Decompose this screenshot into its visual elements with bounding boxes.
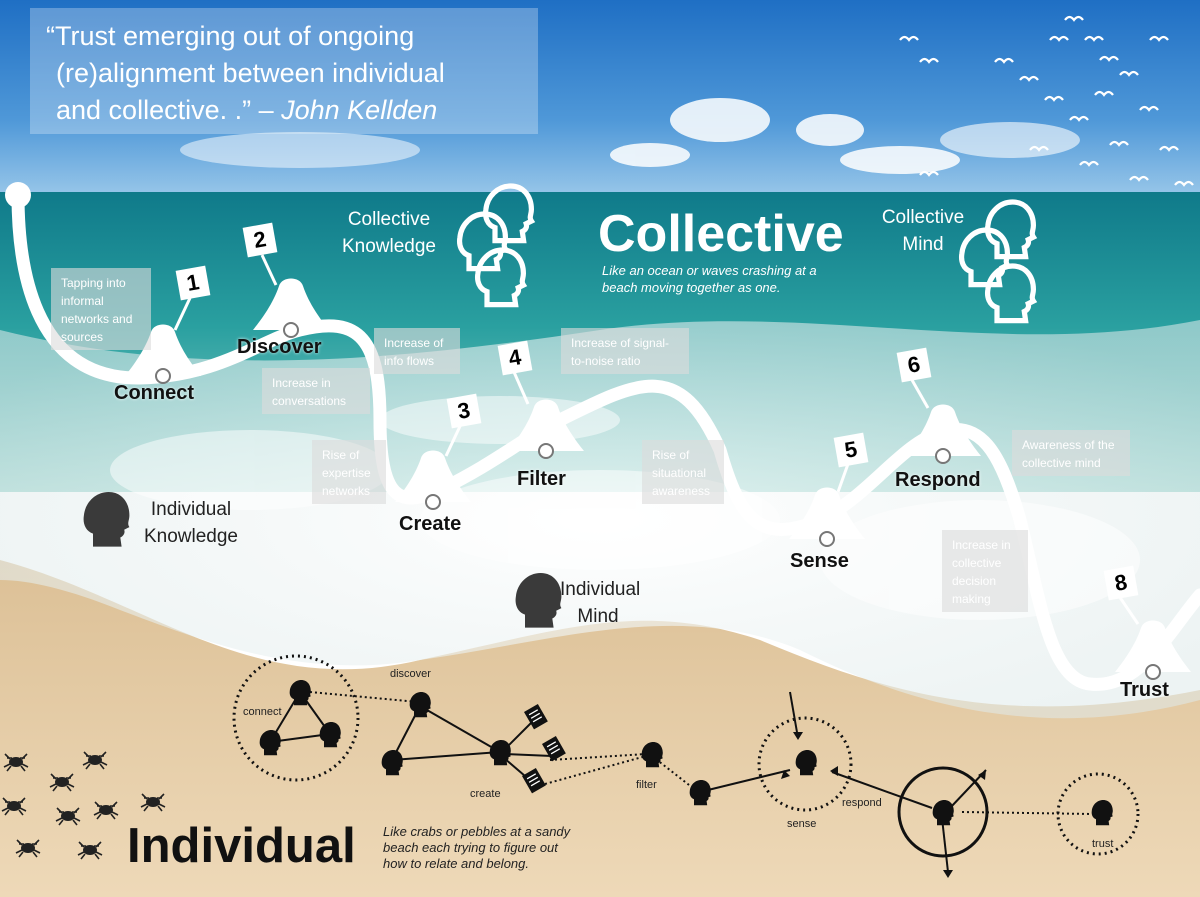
flag-poles [173, 254, 1140, 625]
stage-label-respond: Respond [895, 469, 981, 491]
note-box: Increase in conversations [262, 368, 370, 414]
quote-line-1: “Trust emerging out of ongoing [46, 21, 415, 51]
quote-line-2: (re)alignment between individual [56, 58, 445, 88]
collective-knowledge-label: Collective Knowledge [334, 206, 444, 260]
stage-number-flag: 2 [242, 222, 278, 258]
network-sketch [232, 654, 1140, 878]
stage-number-flag: 1 [175, 265, 211, 301]
collective-subtitle-line: beach moving together as one. [602, 280, 781, 295]
note-box: Increase of info flows [374, 328, 460, 374]
stage-label-connect: Connect [114, 382, 194, 404]
note-line: Increase in [952, 538, 1011, 552]
individual-mind-label: Individual Mind [560, 576, 641, 630]
note-box: Rise of situational awareness [642, 440, 724, 504]
label-line: Individual [150, 499, 232, 520]
note-line: Increase of signal- [571, 336, 670, 350]
quote-box: “Trust emerging out of ongoing (re)align… [30, 8, 538, 134]
quote-line-3: and collective. .” – [56, 95, 282, 125]
collective-mind-label: Collective Mind [868, 204, 978, 258]
note-line: sources [61, 330, 104, 344]
label-line: Knowledge [143, 526, 239, 547]
path-start-node [5, 182, 31, 208]
label-line: Mind [902, 234, 944, 255]
individual-subtitle: Like crabs or pebbles at a sandy beach e… [383, 824, 570, 872]
note-line: collective mind [1022, 456, 1101, 470]
stage-label-trust: Trust [1120, 679, 1169, 701]
network-label-respond: respond [842, 797, 882, 809]
note-line: Tapping into [61, 276, 126, 290]
note-box: Awareness of the collective mind [1012, 430, 1130, 476]
note-line: awareness [652, 484, 711, 498]
label-line: Knowledge [341, 236, 437, 257]
stage-label-sense: Sense [790, 550, 849, 572]
network-label-trust: trust [1092, 838, 1114, 850]
network-label-sense: sense [787, 818, 817, 830]
stage-label-discover: Discover [237, 336, 322, 358]
label-line: Collective [881, 207, 965, 228]
note-box: Tapping into informal networks and sourc… [51, 268, 151, 350]
note-line: expertise [322, 466, 371, 480]
note-box: Increase in collective decision making [942, 530, 1028, 612]
note-line: networks [322, 484, 371, 498]
note-box: Increase of signal- to-noise ratio [561, 328, 689, 374]
stage-number-flag: 8 [1103, 565, 1139, 601]
note-line: making [952, 592, 991, 606]
note-line: informal [61, 294, 104, 308]
stage-number-flag: 4 [497, 340, 533, 376]
note-line: Rise of [652, 448, 690, 462]
network-label-discover: discover [390, 668, 431, 680]
stage-number-flag: 6 [896, 347, 932, 383]
network-label-connect: connect [243, 706, 282, 718]
note-line: collective [952, 556, 1002, 570]
individual-subtitle-line: Like crabs or pebbles at a sandy [383, 824, 571, 839]
note-line: Awareness of the [1022, 438, 1115, 452]
note-line: info flows [384, 354, 435, 368]
note-line: decision [952, 574, 997, 588]
note-line: Rise of [322, 448, 360, 462]
label-line: Mind [577, 606, 619, 627]
collective-title: Collective [598, 205, 844, 263]
note-line: to-noise ratio [571, 354, 641, 368]
note-line: Increase of [384, 336, 444, 350]
individual-subtitle-line: beach each trying to figure out [383, 840, 558, 855]
note-line: situational [652, 466, 707, 480]
note-line: Increase in [272, 376, 331, 390]
network-label-filter: filter [636, 779, 657, 791]
label-line: Individual [560, 579, 641, 600]
note-line: conversations [272, 394, 347, 408]
clouds [180, 98, 1080, 174]
individual-subtitle-line: how to relate and belong. [383, 856, 529, 871]
document-icons [522, 704, 566, 794]
stage-number-flag: 5 [833, 432, 869, 468]
individual-title: Individual [127, 819, 356, 873]
label-line: Collective [347, 209, 431, 230]
individual-knowledge-label: Individual Knowledge [136, 496, 246, 550]
quote-author: John Kellden [281, 95, 438, 125]
sky [0, 0, 1200, 200]
note-box: Rise of expertise networks [312, 440, 386, 504]
note-line: networks and [61, 312, 133, 326]
stage-label-create: Create [399, 513, 462, 535]
network-label-create: create [470, 788, 501, 800]
collective-subtitle-line: Like an ocean or waves crashing at a [602, 263, 817, 278]
stage-label-filter: Filter [517, 468, 566, 490]
stage-number-flag: 3 [446, 393, 482, 429]
collective-subtitle: Like an ocean or waves crashing at a bea… [602, 262, 817, 296]
